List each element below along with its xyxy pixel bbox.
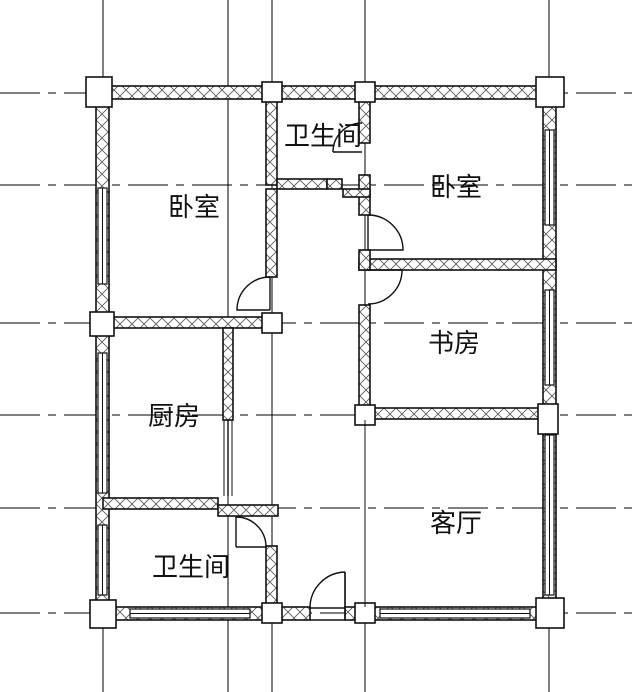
room-label-bath-top: 卫生间	[284, 122, 362, 152]
column	[535, 597, 565, 629]
door-study	[367, 269, 403, 305]
column	[89, 599, 117, 629]
wall-kitchen-top	[102, 316, 274, 329]
column	[535, 76, 565, 108]
room-label-living: 客厅	[430, 509, 482, 539]
room-label-study: 书房	[428, 329, 480, 359]
column	[261, 312, 283, 334]
windows	[97, 129, 555, 619]
wall-bath-top-left	[265, 92, 278, 186]
room-label-bedroom-right: 卧室	[430, 173, 482, 203]
wall-bedroom-right-bottom	[358, 258, 557, 271]
wall-bath-top-bottom	[276, 178, 328, 190]
exterior-walls	[95, 85, 557, 621]
wall-corridor-left-upper	[265, 188, 278, 278]
column	[89, 311, 115, 337]
door-bath-bottom	[235, 516, 267, 548]
wall-top	[95, 85, 557, 100]
door-bedroom-left	[236, 276, 271, 311]
column	[85, 76, 113, 108]
room-labels: 卫生间 卧室 卧室 书房 厨房 卫生间 客厅	[148, 122, 482, 583]
room-label-bath-bottom: 卫生间	[152, 553, 230, 583]
wall-study-left	[358, 304, 371, 421]
door-bedroom-right	[367, 214, 404, 251]
doors	[235, 122, 404, 621]
column	[354, 81, 376, 103]
door-entrance	[309, 571, 346, 609]
room-label-bedroom-left: 卧室	[168, 193, 220, 223]
column	[261, 602, 283, 624]
columns	[85, 76, 565, 629]
room-label-kitchen: 厨房	[148, 402, 200, 432]
interior-walls	[102, 92, 557, 608]
door-bath-top	[332, 122, 363, 153]
column	[261, 81, 283, 103]
wall-kitchen-right	[222, 327, 234, 421]
wall-bath-bottom-right	[265, 545, 278, 608]
wall-study-bottom	[358, 407, 557, 420]
wall-kitchen-bottom	[102, 497, 219, 510]
column	[537, 403, 559, 435]
